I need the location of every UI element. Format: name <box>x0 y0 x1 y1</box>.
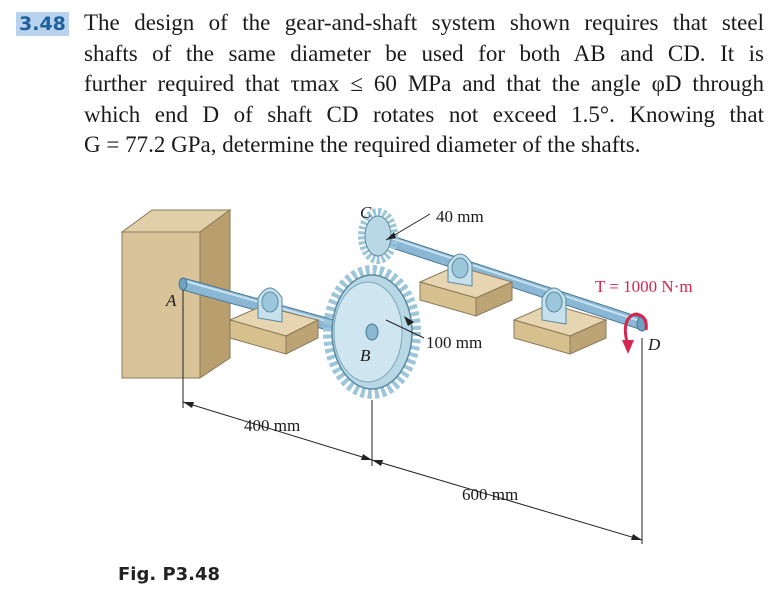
gear-shaft-figure: A B C D 40 mm 100 mm T = 1000 N·m 400 mm… <box>120 203 693 544</box>
bearing-support-1 <box>228 287 320 355</box>
gear-b <box>323 265 421 399</box>
label-d: D <box>647 335 661 354</box>
torque-label: T = 1000 N·m <box>595 277 693 296</box>
problem-line-4: which end D of shaft CD rotates not exce… <box>84 101 764 127</box>
label-b: B <box>360 346 371 365</box>
dim-600-label: 600 mm <box>462 485 518 504</box>
torque-arrow <box>622 312 648 354</box>
dim-600-line <box>371 338 643 544</box>
bearing-support-3 <box>512 287 608 355</box>
dim-100-label: 100 mm <box>426 333 482 352</box>
figure-caption: Fig. P3.48 <box>118 564 221 585</box>
problem-line-5: G = 77.2 GPa, determine the required dia… <box>84 132 641 157</box>
dim-40-leader <box>385 213 431 241</box>
dim-400-label: 400 mm <box>244 416 300 435</box>
problem-line-3: further required that τmax ≤ 60 MPa and … <box>84 71 764 96</box>
problem-line-1: The design of the gear-and-shaft system … <box>84 10 764 35</box>
label-c: C <box>360 203 372 222</box>
wall-block <box>120 209 232 379</box>
dim-400-line <box>182 290 373 466</box>
dim-40-label: 40 mm <box>436 207 484 226</box>
label-a: A <box>165 291 177 310</box>
problem-line-2: shafts of the same diameter be used for … <box>84 40 764 66</box>
bearing-support-2 <box>418 253 514 317</box>
problem-text: The design of the gear-and-shaft system … <box>84 8 764 161</box>
problem-number: 3.48 <box>16 12 69 36</box>
dim-100-leader <box>385 316 425 339</box>
